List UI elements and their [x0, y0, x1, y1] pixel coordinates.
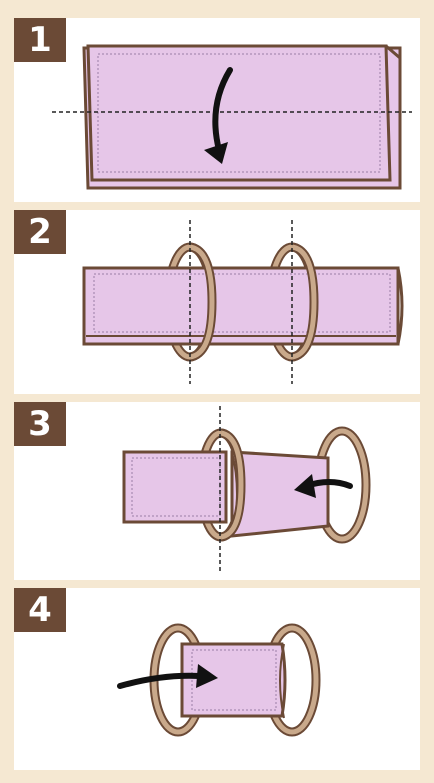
cloth-strip — [82, 266, 400, 346]
step-3-badge: 3 — [14, 402, 66, 446]
cloth-left — [122, 450, 228, 524]
step-2-badge: 2 — [14, 210, 66, 254]
cloth-right — [230, 450, 330, 538]
step-4-badge: 4 — [14, 588, 66, 632]
cloth-sheet — [86, 44, 392, 182]
fold-left-arrow-icon — [294, 474, 353, 498]
step-3-illustration — [122, 406, 371, 572]
step-1-illustration — [52, 44, 412, 190]
step-4-illustration — [117, 623, 321, 737]
fold-down-arrow-icon — [204, 67, 233, 164]
step-1-panel: 1 — [14, 18, 420, 202]
step-1-badge: 1 — [14, 18, 66, 62]
fold-right-arrow-icon — [117, 664, 218, 689]
step-4-panel: 4 — [14, 588, 420, 770]
step-2-illustration — [82, 220, 404, 384]
step-2-panel: 2 — [14, 210, 420, 394]
step-3-panel: 3 — [14, 402, 420, 580]
